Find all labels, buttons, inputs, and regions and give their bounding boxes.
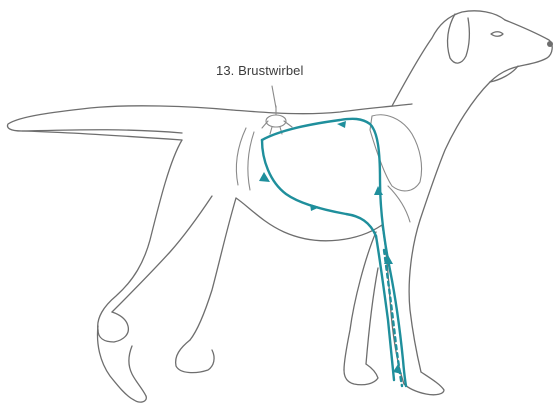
tail-lower-outline	[22, 131, 182, 140]
throat-outline	[420, 82, 490, 220]
hind-leg-front-outline	[190, 198, 236, 340]
jaw-outline	[490, 66, 518, 82]
tail-upper-outline	[8, 106, 232, 133]
hind-paw-rear-outline	[98, 312, 128, 342]
muzzle-outline	[490, 20, 552, 82]
far-hind-paw-outline	[129, 346, 146, 396]
neck-top-outline	[392, 11, 505, 106]
front-leg-front-outline	[409, 220, 421, 372]
route-arrow-icon	[337, 121, 346, 128]
back-outline	[232, 104, 412, 114]
front-paw-near-outline	[344, 364, 378, 385]
route-path-group	[259, 119, 406, 386]
label-leader-line	[272, 86, 276, 108]
far-hind-leg-outline	[98, 326, 147, 402]
rib-arc-inner	[248, 132, 254, 190]
hind-leg-back-outline	[98, 140, 182, 330]
route-arrow-icon	[310, 204, 320, 211]
hind-leg-inner-outline	[112, 196, 212, 312]
front-leg-near-outline	[344, 232, 376, 370]
nose-icon	[547, 41, 553, 47]
front-leg-near-back-outline	[366, 268, 378, 364]
ear-outline	[448, 14, 470, 63]
vertebra-label: 13. Brustwirbel	[216, 63, 303, 78]
rib-arc-outer	[236, 128, 246, 185]
route-arrow-icon	[374, 186, 383, 195]
front-paw-outline	[404, 372, 444, 395]
hind-paw-outline	[176, 340, 214, 373]
eye-outline	[491, 32, 503, 37]
route-upper-loop	[262, 140, 376, 236]
